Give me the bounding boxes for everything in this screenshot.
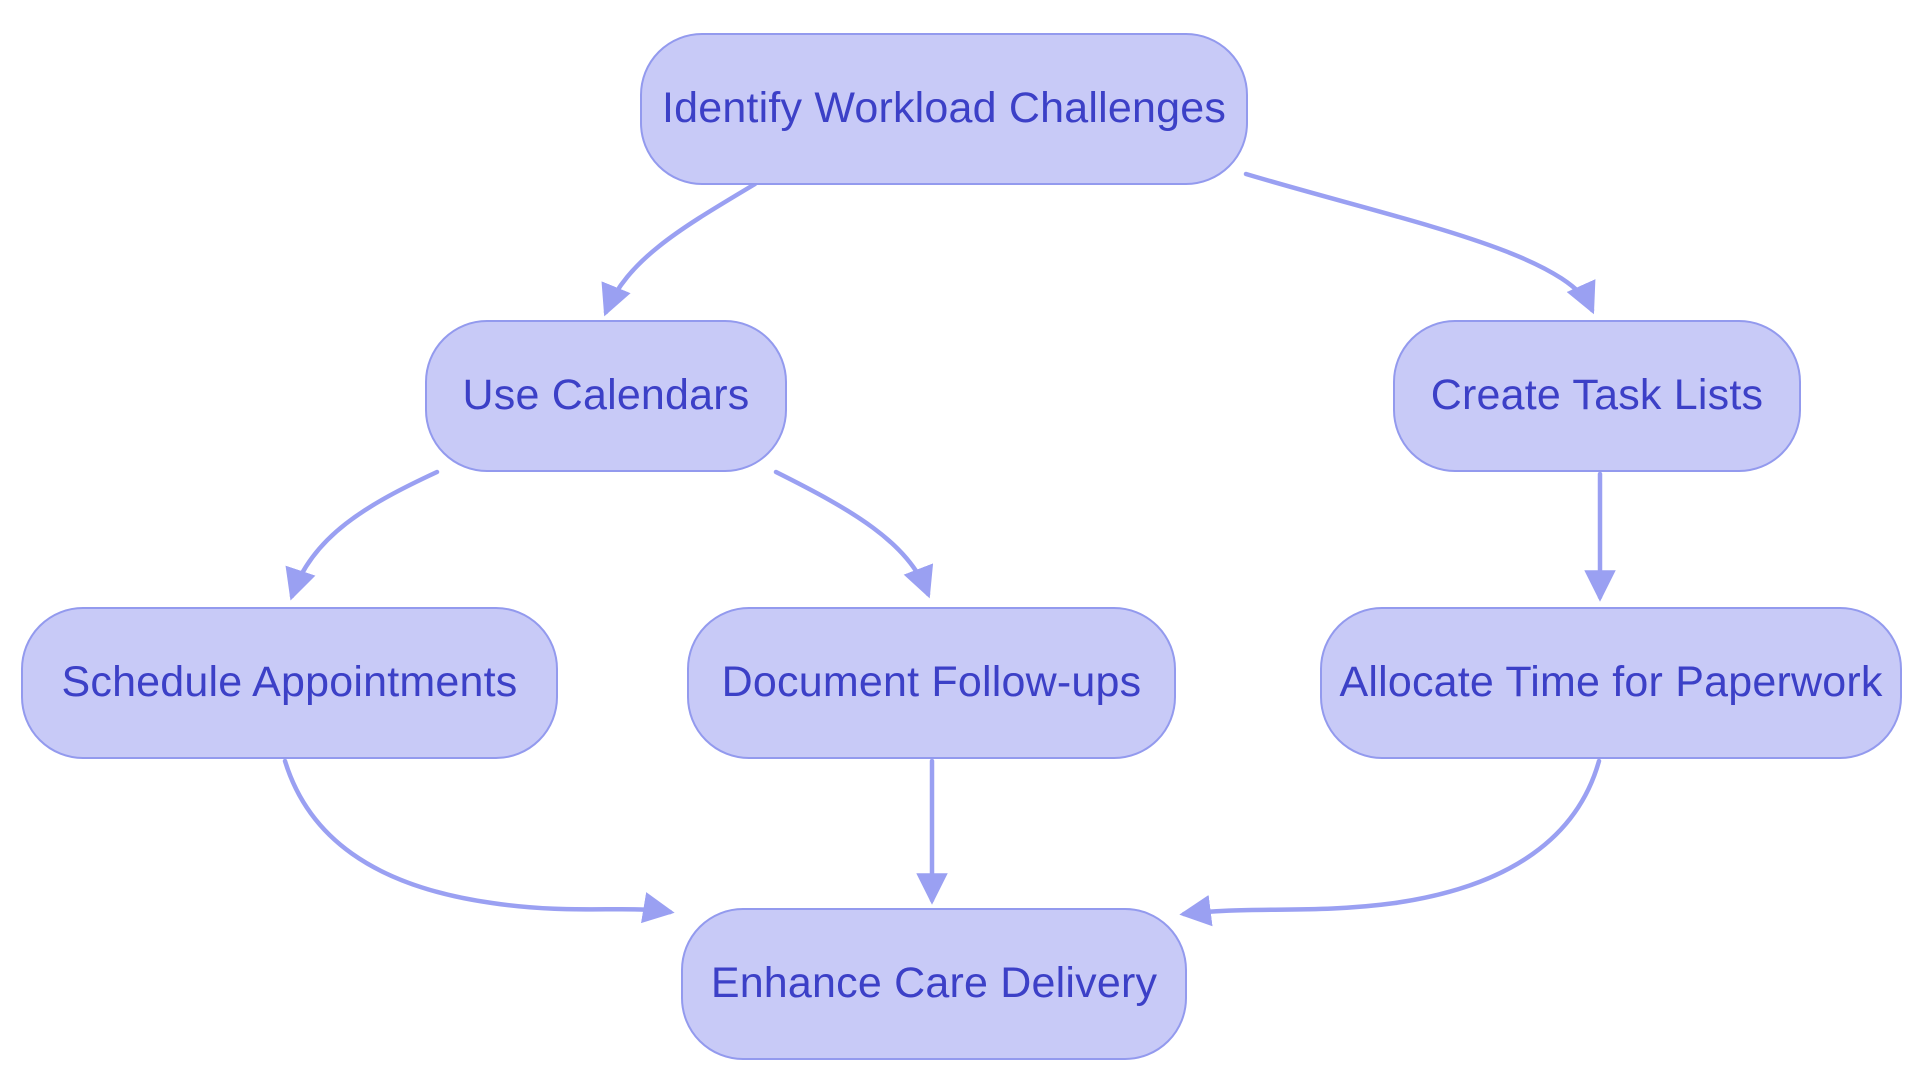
node-label: Enhance Care Delivery: [710, 959, 1158, 1008]
node-document-follow-ups: Document Follow-ups: [687, 607, 1176, 759]
edge-identify-to-use-calendars: [601, 181, 758, 317]
node-label: Create Task Lists: [1430, 371, 1764, 420]
node-schedule-appointments: Schedule Appointments: [21, 607, 558, 759]
node-label: Allocate Time for Paperwork: [1339, 658, 1883, 707]
node-label: Identify Workload Challenges: [661, 84, 1227, 133]
node-create-task-lists: Create Task Lists: [1393, 320, 1801, 472]
node-identify-workload-challenges: Identify Workload Challenges: [640, 33, 1248, 185]
edge-allocate-time-to-enhance-care: [1179, 758, 1602, 927]
edge-use-calendars-to-schedule-appointments: [285, 469, 440, 601]
node-label: Document Follow-ups: [721, 658, 1142, 707]
node-label: Use Calendars: [462, 371, 750, 420]
node-allocate-time-for-paperwork: Allocate Time for Paperwork: [1320, 607, 1902, 759]
edge-schedule-appointments-to-enhance-care: [282, 758, 675, 924]
node-label: Schedule Appointments: [61, 658, 518, 707]
edge-use-calendars-to-document-follow-ups: [773, 469, 934, 599]
node-use-calendars: Use Calendars: [425, 320, 787, 472]
edge-identify-to-create-task-lists: [1243, 171, 1596, 315]
node-enhance-care-delivery: Enhance Care Delivery: [681, 908, 1187, 1060]
